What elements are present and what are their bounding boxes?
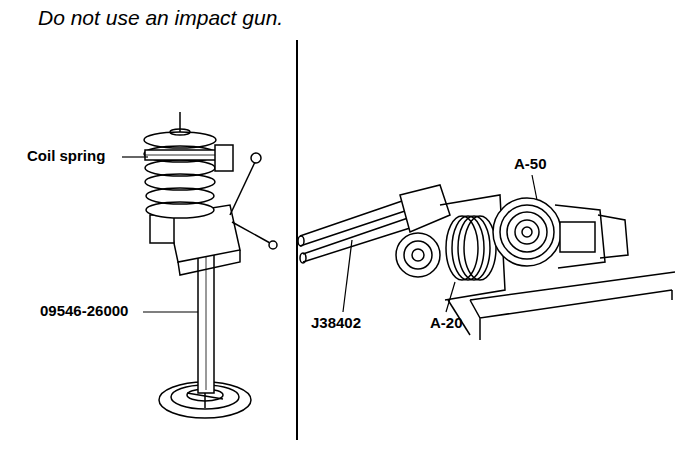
tool-number: J38402 bbox=[311, 315, 361, 332]
spring-compressor bbox=[144, 112, 277, 418]
compressor-fixture bbox=[298, 185, 675, 340]
callout-number: A-50 bbox=[514, 156, 547, 173]
part-number: 09546-26000 bbox=[40, 303, 128, 320]
part-label: Coil spring bbox=[27, 148, 105, 165]
note-text: Do not use an impact gun. bbox=[38, 6, 283, 29]
leader-lines bbox=[122, 157, 537, 312]
callout-number: A-20 bbox=[430, 315, 463, 332]
